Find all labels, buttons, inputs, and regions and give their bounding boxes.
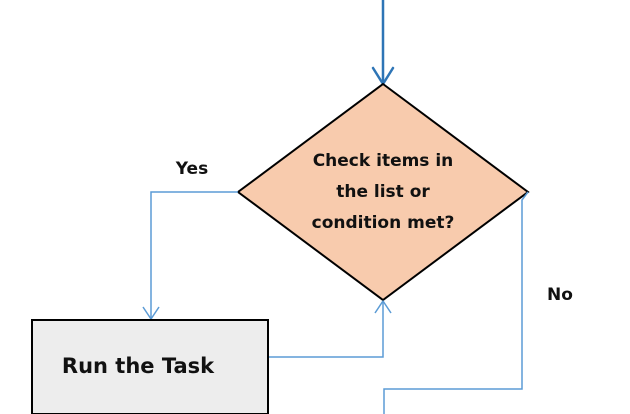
decision-text-line-3: condition met? <box>312 213 455 233</box>
yes-connector: Yes <box>142 159 238 320</box>
no-connector-line <box>383 191 529 414</box>
entry-connector <box>371 0 395 86</box>
process-node[interactable]: Run the Task <box>31 319 269 414</box>
decision-node[interactable]: Check items in the list or condition met… <box>236 82 530 302</box>
yes-label: Yes <box>175 159 208 179</box>
decision-text-line-1: Check items in <box>313 151 454 171</box>
process-box-outline <box>31 319 269 414</box>
decision-diamond-outline <box>236 82 530 302</box>
yes-connector-line <box>150 191 238 318</box>
no-connector: No <box>383 191 573 414</box>
loop-back-connector <box>268 300 392 358</box>
process-label: Run the Task <box>62 354 215 378</box>
loop-back-arrowhead-icon <box>374 300 392 314</box>
no-label: No <box>547 285 573 305</box>
loop-back-line <box>268 301 384 358</box>
process-box <box>32 320 268 414</box>
decision-text-line-2: the list or <box>336 182 430 202</box>
